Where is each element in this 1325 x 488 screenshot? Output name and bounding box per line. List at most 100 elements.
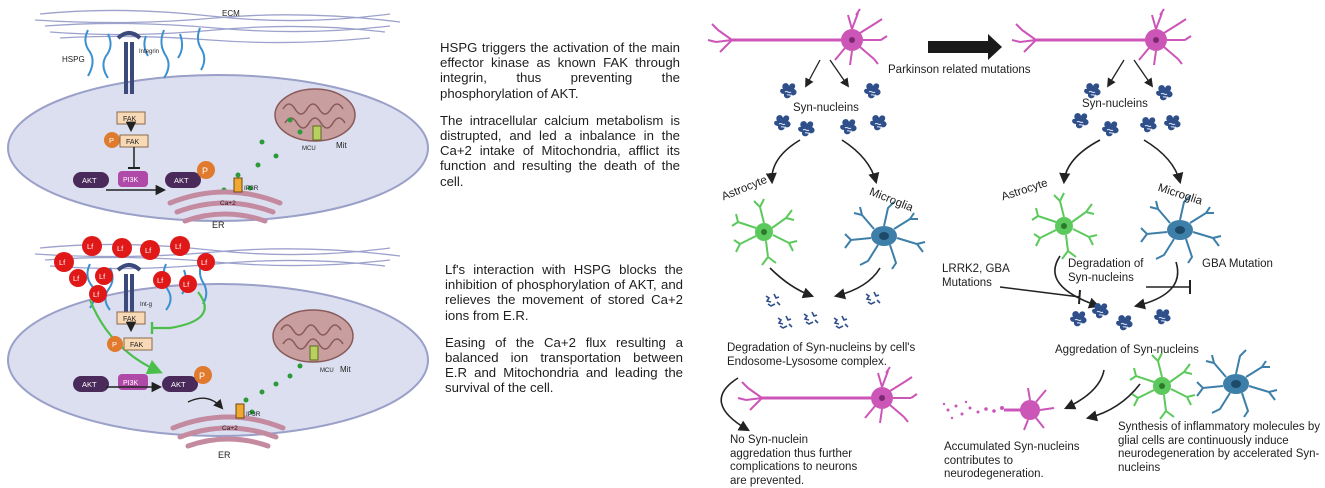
synuclein-icon <box>779 82 798 99</box>
phosphate-akt-icon <box>197 161 215 179</box>
synuclein-fragment-icon <box>865 291 881 305</box>
fak-box-2 <box>123 337 153 351</box>
text-paragraph: Lf's interaction with HSPG blocks the in… <box>445 262 683 323</box>
text-paragraph: The intracellular calcium metabolism is … <box>440 112 680 189</box>
microglia-icon <box>1140 195 1222 264</box>
neuron-icon <box>736 365 919 425</box>
akt-label-right: AKT <box>171 380 186 389</box>
p-label: P <box>112 340 117 349</box>
lactoferrin-group <box>54 236 215 303</box>
akt-label-left: AKT <box>82 176 97 185</box>
outcome-label: No Syn-nuclein aggredation thus further … <box>730 434 858 487</box>
text-block-bottom: Lf's interaction with HSPG blocks the in… <box>445 262 683 408</box>
normal-pathway <box>706 7 926 432</box>
mcu-label: MCU <box>302 146 316 152</box>
synuclein-icon <box>773 114 792 131</box>
astrocyte-icon <box>731 198 798 266</box>
mit-label: Mit <box>340 365 351 374</box>
lf-label: Lf <box>87 242 94 251</box>
lf-label: Lf <box>183 280 190 289</box>
fak-label-1: FAK <box>123 116 137 123</box>
green-inhibit-arrow <box>152 291 206 330</box>
disease-pathway <box>942 7 1278 431</box>
synuclein-icon <box>863 82 882 99</box>
akt-label-left: AKT <box>82 380 97 389</box>
fak-label-2: FAK <box>126 139 140 146</box>
akt-box-right <box>162 376 198 392</box>
lf-label: Lf <box>73 274 80 283</box>
mcu-label: MCU <box>320 368 334 374</box>
lf-label: Lf <box>175 242 182 251</box>
pi3k-label: PI3K <box>123 177 139 184</box>
aggregation-label: Aggredation of Syn-nucleins <box>1055 344 1199 356</box>
synthesis-label: Synthesis of inflammatory molecules by g… <box>1118 421 1320 474</box>
synuclein-icon <box>839 118 858 135</box>
phosphate-icon <box>104 132 120 148</box>
astrocyte-icon <box>1129 352 1196 420</box>
synuclein-icon <box>869 114 888 131</box>
mcu-channel <box>309 345 319 361</box>
degradation-label: Degradation of Syn-nucleins <box>1068 258 1144 284</box>
mit-label: Mit <box>336 141 347 150</box>
p-label: P <box>109 136 114 145</box>
ecm-label: ECM <box>222 9 240 18</box>
ecm-fibers <box>34 9 401 44</box>
synuclein-fragment-icon <box>777 315 793 329</box>
er-flow-arrow <box>187 397 224 410</box>
calcium-dots <box>221 117 303 193</box>
ca-label: Ca+2 <box>220 200 236 207</box>
top-cell-panel: ECM HSPG Integrin FAK P FAK AKT PI3K AKT… <box>7 9 429 230</box>
hspg-label: HSPG <box>62 55 85 64</box>
neuron-icon <box>1010 7 1193 67</box>
transition-arrow <box>928 34 1002 60</box>
akt-box-left <box>73 376 109 392</box>
synuclein-fragment-icon <box>833 315 849 329</box>
synuclein-icon <box>1071 112 1090 129</box>
lf-label: Lf <box>157 276 164 285</box>
cell-body <box>7 74 429 222</box>
synuclein-fragment-icon <box>803 311 819 325</box>
akt-label-right: AKT <box>174 176 189 185</box>
cell-body <box>7 283 429 437</box>
integrin-label: Int-g <box>140 302 152 308</box>
degradation-label: Degradation of Syn-nucleins by cell's En… <box>727 342 916 368</box>
er-label: ER <box>218 450 231 460</box>
pi3k-label: PI3K <box>123 380 139 387</box>
synuclein-icon <box>1163 114 1182 131</box>
text-block-top: HSPG triggers the activation of the main… <box>440 40 680 201</box>
akt-box-left <box>73 172 109 188</box>
gba-label: GBA Mutation <box>1202 258 1273 270</box>
calcium-dots <box>243 363 303 415</box>
hspg-chains <box>84 27 206 79</box>
microglia-icon <box>844 201 926 270</box>
transition-label: Parkinson related mutations <box>888 64 1031 76</box>
phosphate-akt-icon <box>194 366 212 384</box>
er-label: ER <box>212 220 225 230</box>
p-akt-label: P <box>202 166 208 176</box>
synuclein-icon <box>1083 82 1102 99</box>
text-paragraph: HSPG triggers the activation of the main… <box>440 40 680 101</box>
synuclein-fragment-icon <box>765 293 781 307</box>
lf-label: Lf <box>145 246 152 255</box>
integrin-receptor <box>116 263 142 318</box>
text-paragraph: Easing of the Ca+2 flux resulting a bala… <box>445 334 683 396</box>
synuclein-icon <box>1115 314 1134 331</box>
neuron-icon <box>706 7 889 67</box>
lf-label: Lf <box>201 258 208 267</box>
synuclein-icon <box>1091 302 1110 319</box>
pi3k-box <box>118 171 148 187</box>
synuclein-icon <box>797 120 816 137</box>
pi3k-box <box>118 374 148 390</box>
bottom-cell-panel: Lf Lf Lf Lf Lf Lf Lf Lf Lf Lf Lf <box>7 236 429 460</box>
synuclein-icon <box>1139 116 1158 133</box>
syn-nucleins-label: Syn-nucleins <box>793 102 859 114</box>
lf-label: Lf <box>93 290 100 299</box>
ca-label: Ca+2 <box>222 425 238 432</box>
accumulated-label: Accumulated Syn-nucleins contributes to … <box>944 441 1080 480</box>
integrin-receptor <box>116 31 142 94</box>
lf-label: Lf <box>99 272 106 281</box>
syn-nucleins-label: Syn-nucleins <box>1082 98 1148 110</box>
fak-label-2: FAK <box>130 342 144 349</box>
ip3r-channel <box>235 403 245 419</box>
